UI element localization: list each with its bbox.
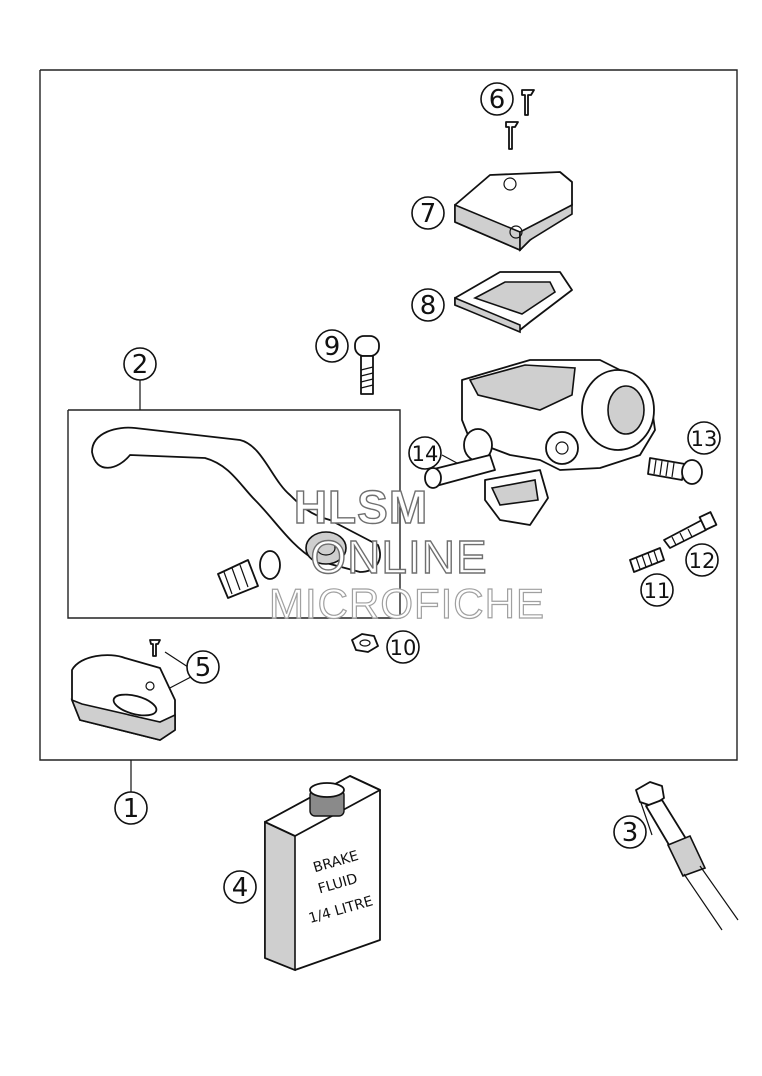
svg-text:2: 2 [132, 350, 149, 380]
reservoir-diaphragm [454, 271, 573, 334]
svg-text:13: 13 [691, 427, 718, 451]
adjuster-screw [647, 457, 703, 485]
lever-box-outline [67, 409, 401, 619]
pivot-bolt [354, 335, 380, 395]
svg-text:9: 9 [324, 332, 341, 362]
return-spring [629, 547, 665, 573]
adjust-bolt [663, 511, 718, 549]
watermark-line-3: MICROFICHE [268, 579, 545, 627]
watermark-line-2: ONLINE [310, 530, 488, 583]
svg-text:10: 10 [390, 636, 417, 660]
reservoir-screws [505, 89, 535, 150]
svg-text:11: 11 [644, 579, 671, 603]
callout-5: 5 [186, 650, 220, 684]
callout-3: 3 [613, 815, 647, 849]
svg-text:4: 4 [232, 873, 249, 903]
callout-10: 10 [386, 630, 420, 664]
callout-2: 2 [123, 347, 157, 381]
svg-text:5: 5 [195, 653, 212, 683]
protective-cover [70, 639, 176, 741]
brake-fluid-bottle: BRAKE FLUID 1/4 LITRE [264, 775, 381, 972]
callout-12: 12 [685, 543, 719, 577]
callout-8: 8 [411, 288, 445, 322]
svg-text:3: 3 [622, 818, 639, 848]
callout-14: 14 [408, 436, 442, 470]
svg-text:8: 8 [420, 291, 437, 321]
lock-nut [351, 633, 379, 653]
svg-text:14: 14 [412, 442, 439, 466]
brake-hose [635, 781, 739, 931]
push-rod [424, 454, 549, 526]
assembly-box-outline [39, 69, 738, 761]
callout-7: 7 [411, 196, 445, 230]
svg-text:6: 6 [489, 85, 506, 115]
svg-text:12: 12 [689, 549, 716, 573]
master-cylinder-body [461, 359, 656, 471]
svg-text:1: 1 [123, 794, 140, 824]
watermark-line-1: HLSM [293, 480, 429, 533]
callout-11: 11 [640, 573, 674, 607]
callout-9: 9 [315, 329, 349, 363]
callout-4: 4 [223, 870, 257, 904]
brake-lever [91, 426, 381, 599]
svg-text:7: 7 [420, 199, 437, 229]
reservoir-cap [454, 171, 573, 252]
callout-6: 6 [480, 82, 514, 116]
callout-1: 1 [114, 791, 148, 825]
callout-13: 13 [687, 421, 721, 455]
